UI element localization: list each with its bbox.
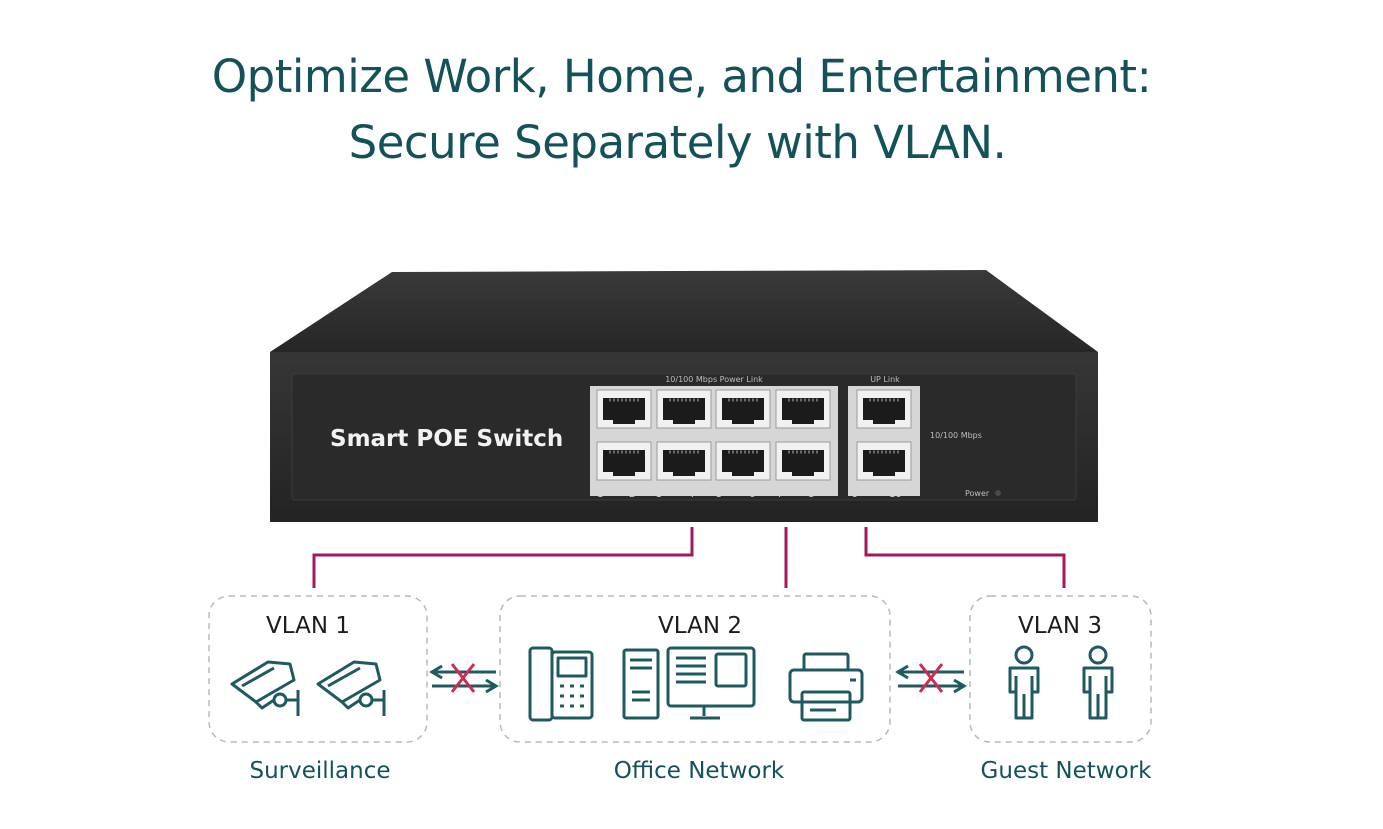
- switch-name: Smart POE Switch: [330, 426, 563, 452]
- blocked-traffic-icon: [429, 663, 499, 694]
- ip-phone-icon: [528, 646, 594, 722]
- power-led: [995, 490, 1001, 496]
- blocked-traffic-icon: [895, 663, 967, 694]
- vlan-2-label: VLAN 2: [658, 613, 742, 639]
- cctv-camera-icon: [316, 660, 386, 718]
- uplink-label: UP Link: [870, 375, 900, 384]
- rj45-port: [855, 388, 913, 430]
- group-label-office: Office Network: [614, 758, 785, 784]
- vlan-3-label: VLAN 3: [1018, 613, 1102, 639]
- vlan-1-box: [208, 595, 428, 743]
- port-number: 7: [777, 489, 783, 500]
- connector-vlan-1: [312, 527, 694, 588]
- rj45-port: [774, 440, 832, 482]
- rj45-port: [774, 388, 832, 430]
- rj45-port: [714, 388, 772, 430]
- person-icon: [1082, 645, 1114, 720]
- uplink-speed-label: 10/100 Mbps: [930, 431, 982, 440]
- port-number: 3: [656, 489, 662, 500]
- printer-icon: [788, 652, 864, 722]
- person-icon: [1008, 645, 1040, 720]
- rj45-port: [655, 388, 713, 430]
- group-label-surveillance: Surveillance: [249, 758, 390, 784]
- cctv-camera-icon: [230, 660, 300, 718]
- port-number: 9: [852, 489, 858, 500]
- desktop-computer-icon: [622, 646, 756, 720]
- power-label: Power: [965, 489, 990, 498]
- headline-line-2: Secure Separately with VLAN.: [348, 116, 1007, 169]
- port-number: 10: [889, 489, 902, 500]
- port-number: 1: [597, 489, 603, 500]
- group-label-guest: Guest Network: [981, 758, 1153, 784]
- headline-line-1: Optimize Work, Home, and Entertainment:: [211, 50, 1152, 103]
- vlan-3-box: [969, 595, 1152, 743]
- rj45-port: [655, 440, 713, 482]
- vlan-1-label: VLAN 1: [266, 613, 350, 639]
- rj45-port: [855, 440, 913, 482]
- port-number: 5: [716, 489, 722, 500]
- vlan-2-box: [499, 595, 891, 743]
- poe-ports-label: 10/100 Mbps Power Link: [665, 375, 763, 384]
- port-number: 8: [808, 489, 814, 500]
- connector-vlan-3: [864, 527, 1066, 588]
- rj45-port: [595, 388, 653, 430]
- port-number: 2: [629, 489, 635, 500]
- port-number: 6: [749, 489, 755, 500]
- rj45-port: [714, 440, 772, 482]
- rj45-port: [595, 440, 653, 482]
- port-number: 4: [688, 489, 694, 500]
- vlan-connectors: [312, 527, 1066, 588]
- switch-top-panel: [270, 270, 1098, 352]
- poe-switch: Smart POE Switch 10/100 Mbps Power Link …: [270, 270, 1098, 522]
